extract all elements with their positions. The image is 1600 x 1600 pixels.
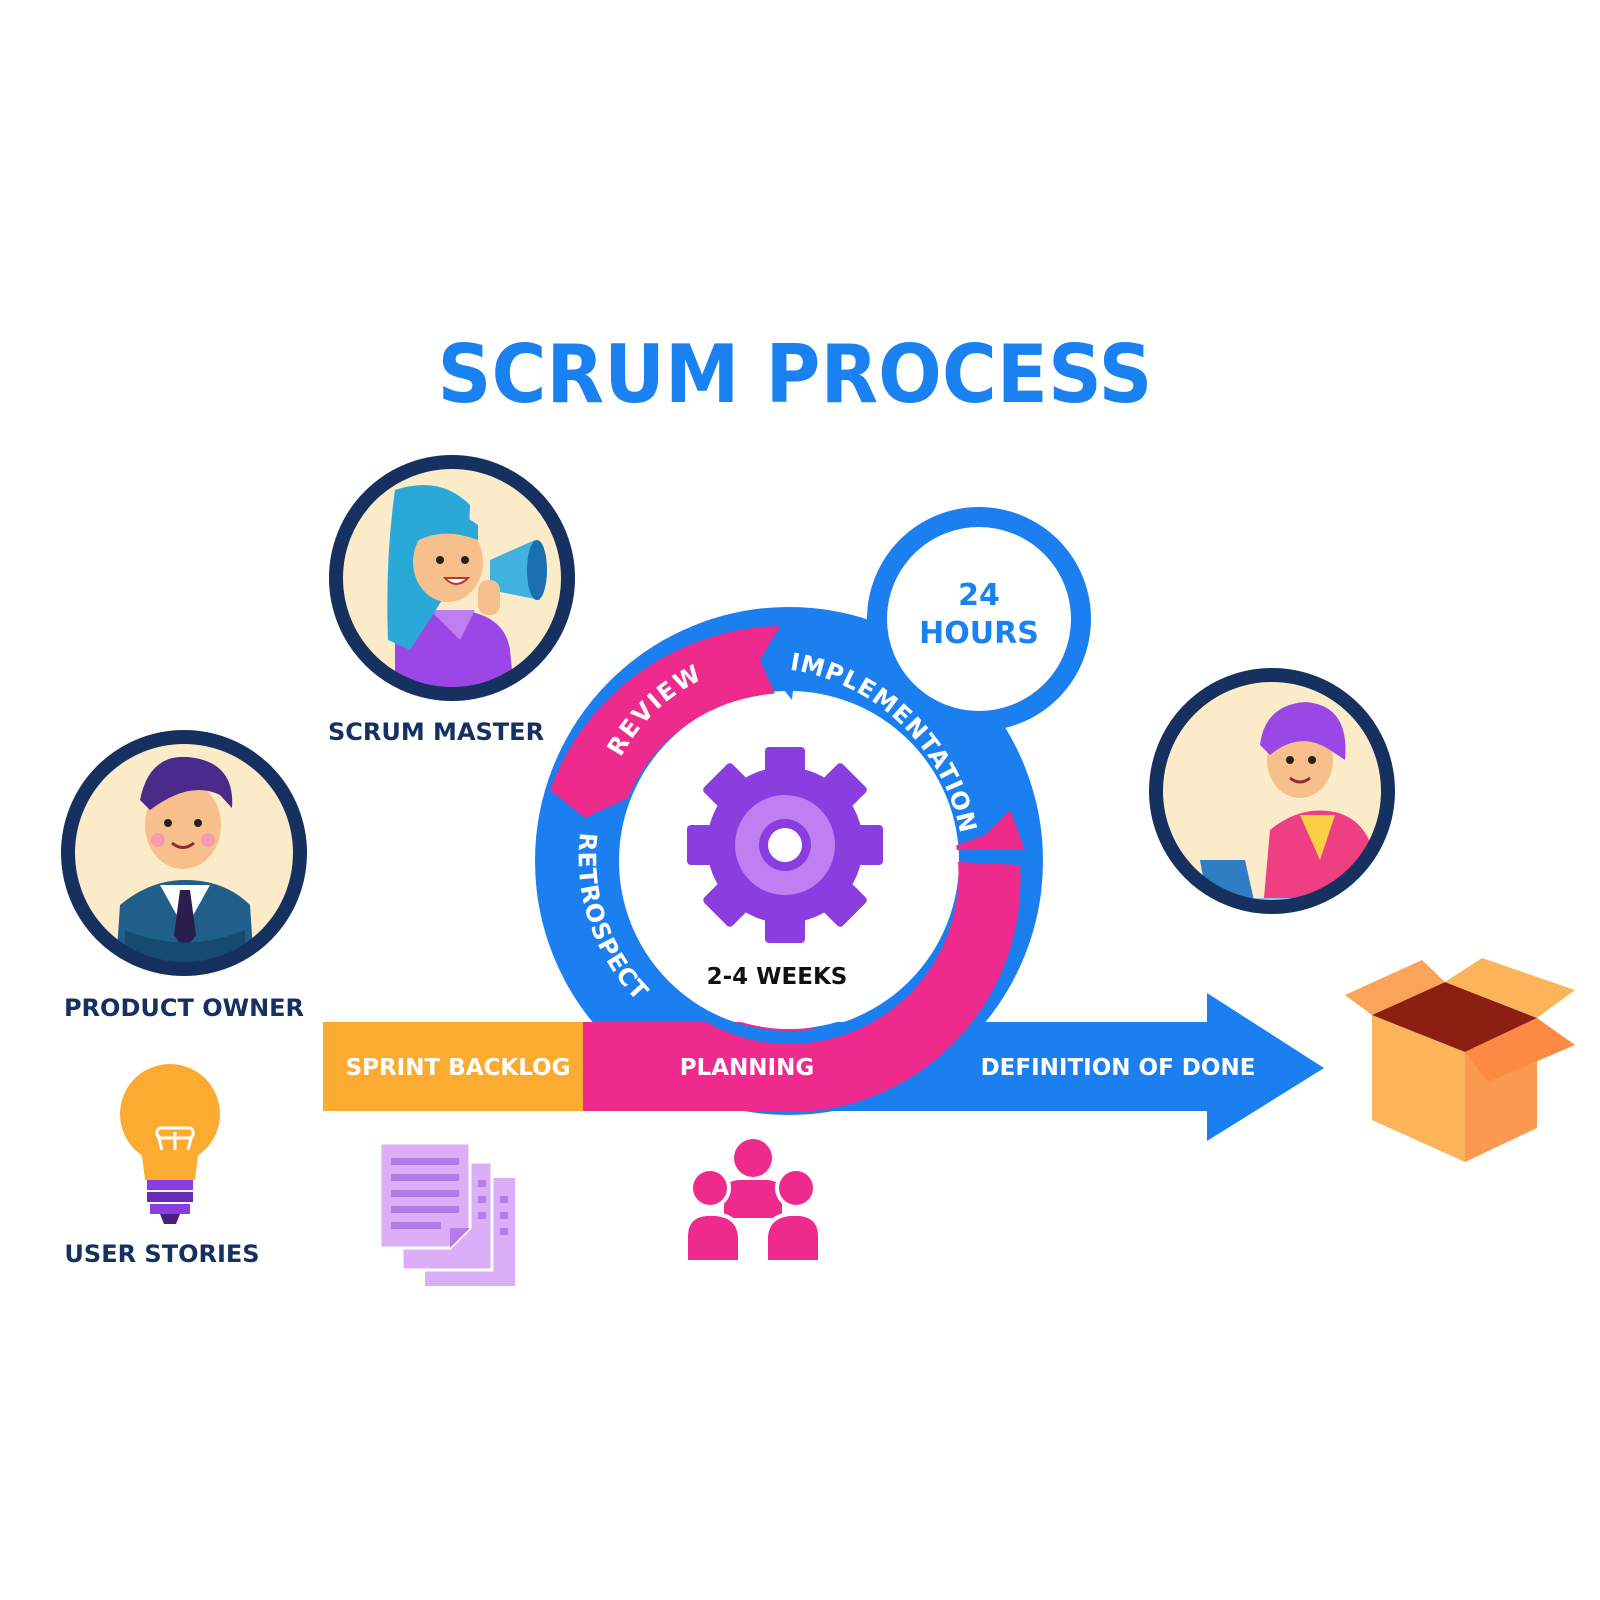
sprint-backlog-bar xyxy=(323,1022,612,1111)
cycle-segment-review xyxy=(550,626,780,818)
daily-label-line2: HOURS xyxy=(919,616,1039,651)
open-box-icon xyxy=(1345,958,1575,1162)
team-icon xyxy=(684,1139,822,1264)
role-label-product-owner: PRODUCT OWNER xyxy=(64,994,304,1022)
gear-icon xyxy=(687,747,883,943)
sprint-cycle: REVIEW IMPLEMENTATION RETROSPECT xyxy=(535,607,1043,1115)
role-label-user-stories: USER STORIES xyxy=(64,1240,259,1268)
flow-label-sprint-backlog: SPRINT BACKLOG xyxy=(346,1055,571,1081)
cycle-segment-planning xyxy=(583,862,1021,1111)
daily-scrum-loop: 24 HOURS xyxy=(867,507,1091,731)
cycle-arrowhead-planning xyxy=(944,810,1025,850)
cycle-arrowhead-implementation xyxy=(760,626,800,700)
daily-loop-ring xyxy=(867,507,1091,731)
documents-icon xyxy=(378,1141,515,1286)
page-title: SCRUM PROCESS xyxy=(438,328,1153,421)
scrum-master-avatar xyxy=(329,455,575,701)
lightbulb-icon xyxy=(120,1064,220,1224)
daily-label-line1: 24 xyxy=(958,578,1000,613)
sprint-duration: 2-4 WEEKS xyxy=(707,964,848,990)
flow-label-planning: PLANNING xyxy=(680,1055,815,1081)
developer-avatar xyxy=(1149,668,1395,914)
role-label-scrum-master: SCRUM MASTER xyxy=(328,718,544,746)
product-owner-avatar xyxy=(61,730,307,976)
flow-label-definition-of-done: DEFINITION OF DONE xyxy=(981,1055,1256,1081)
